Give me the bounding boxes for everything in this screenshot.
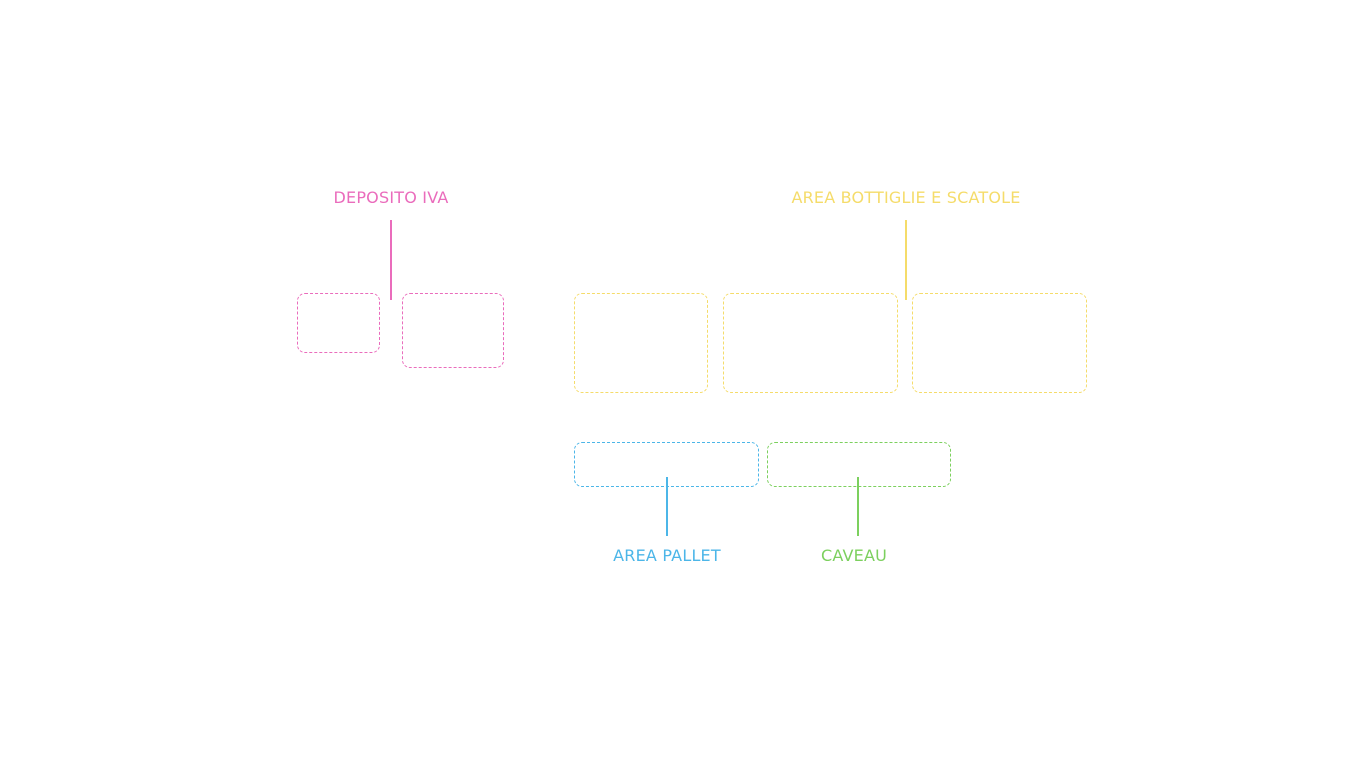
area-bottiglie-connector xyxy=(905,220,907,300)
deposito-iva-connector xyxy=(390,220,392,300)
caveau-connector xyxy=(857,477,859,536)
deposito-iva-label: DEPOSITO IVA xyxy=(333,188,449,207)
deposito-iva-zone-1[interactable] xyxy=(297,293,380,353)
area-bottiglie-zone-2[interactable] xyxy=(723,293,898,393)
caveau-zone[interactable] xyxy=(767,442,951,487)
area-bottiglie-zone-1[interactable] xyxy=(574,293,708,393)
deposito-iva-zone-2[interactable] xyxy=(402,293,504,368)
area-pallet-connector xyxy=(666,477,668,536)
area-bottiglie-label: AREA BOTTIGLIE E SCATOLE xyxy=(791,188,1021,207)
caveau-label: CAVEAU xyxy=(820,546,888,565)
area-pallet-label: AREA PALLET xyxy=(613,546,721,565)
area-bottiglie-zone-3[interactable] xyxy=(912,293,1087,393)
